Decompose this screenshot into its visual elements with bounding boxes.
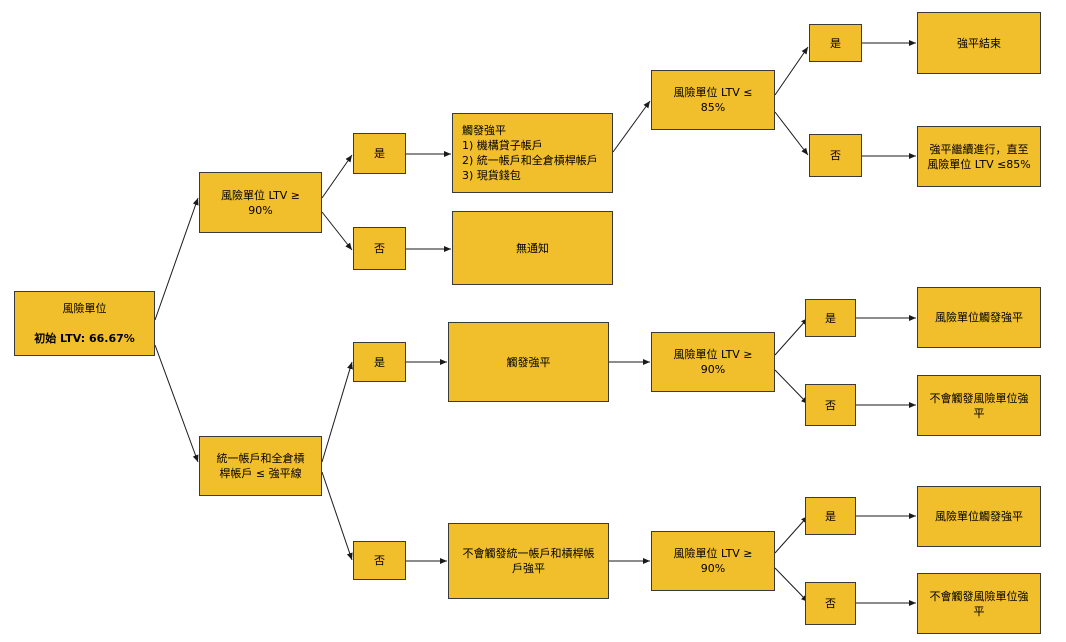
no-label-b2: 否 (805, 582, 856, 625)
decision-ltv-ge-90-mid: 風險單位 LTV ≥ 90% (651, 332, 775, 392)
liquidation-continue: 強平繼續進行，直至 風險單位 LTV ≤85% (917, 126, 1041, 187)
decision-unified-le-liquidation: 統一帳戶和全倉槓 桿帳戶 ≤ 強平線 (199, 436, 322, 496)
edge-ltv90bot-to-yes (774, 515, 809, 554)
risk-unit-trigger-liquidation-1: 風險單位觸發強平 (917, 287, 1041, 348)
root-ltv: 初始 LTV: 66.67% (34, 332, 135, 345)
no-label-85: 否 (809, 134, 862, 177)
no-trigger-unified-liquidation: 不會觸發統一帳戶和槓桿帳 戶強平 (448, 523, 609, 599)
edge-unified-to-no (321, 471, 353, 561)
liquidation-end: 強平結束 (917, 12, 1041, 74)
edge-root-to-unified (154, 344, 199, 463)
edge-ltv90-to-yes (321, 154, 353, 199)
yes-label-m2: 是 (805, 299, 856, 337)
edge-ltv90bot-to-no (774, 567, 809, 603)
risk-unit-trigger-liquidation-2: 風險單位觸發強平 (917, 486, 1041, 547)
trigger-liquidation-list: 觸發強平 1) 機構貸子帳戶 2) 統一帳戶和全倉槓桿帳戶 3) 現貨錢包 (452, 113, 613, 193)
root-node: 風險單位 初始 LTV: 66.67% (14, 291, 155, 356)
decision-ltv-ge-90-top: 風險單位 LTV ≥ 90% (199, 172, 322, 233)
yes-label-top: 是 (353, 133, 406, 174)
no-risk-unit-liquidation-2: 不會觸發風險單位強 平 (917, 573, 1041, 634)
no-label-bottom: 否 (353, 541, 406, 580)
edge-ltv90mid-to-no (774, 369, 809, 405)
yes-label-b2: 是 (805, 497, 856, 535)
edge-unified-to-yes (321, 361, 353, 463)
edge-ltv90mid-to-yes (774, 317, 809, 356)
decision-ltv-ge-90-bottom: 風險單位 LTV ≥ 90% (651, 531, 775, 591)
edge-root-to-ltv90 (154, 197, 199, 321)
no-label-top: 否 (353, 227, 406, 270)
yes-label-mid: 是 (353, 342, 406, 382)
trigger-liquidation: 觸發強平 (448, 322, 609, 402)
edge-ltv85-to-no (774, 111, 809, 156)
decision-ltv-le-85: 風險單位 LTV ≤ 85% (651, 70, 775, 130)
root-title: 風險單位 (62, 302, 107, 315)
edge-ltv85-to-yes (774, 46, 809, 96)
edge-ltv90-to-no (321, 211, 353, 251)
no-risk-unit-liquidation-1: 不會觸發風險單位強 平 (917, 375, 1041, 436)
yes-label-85: 是 (809, 24, 862, 62)
edge-trigger-list-to-ltv85 (612, 100, 651, 153)
no-notification: 無通知 (452, 211, 613, 285)
no-label-m2: 否 (805, 384, 856, 426)
